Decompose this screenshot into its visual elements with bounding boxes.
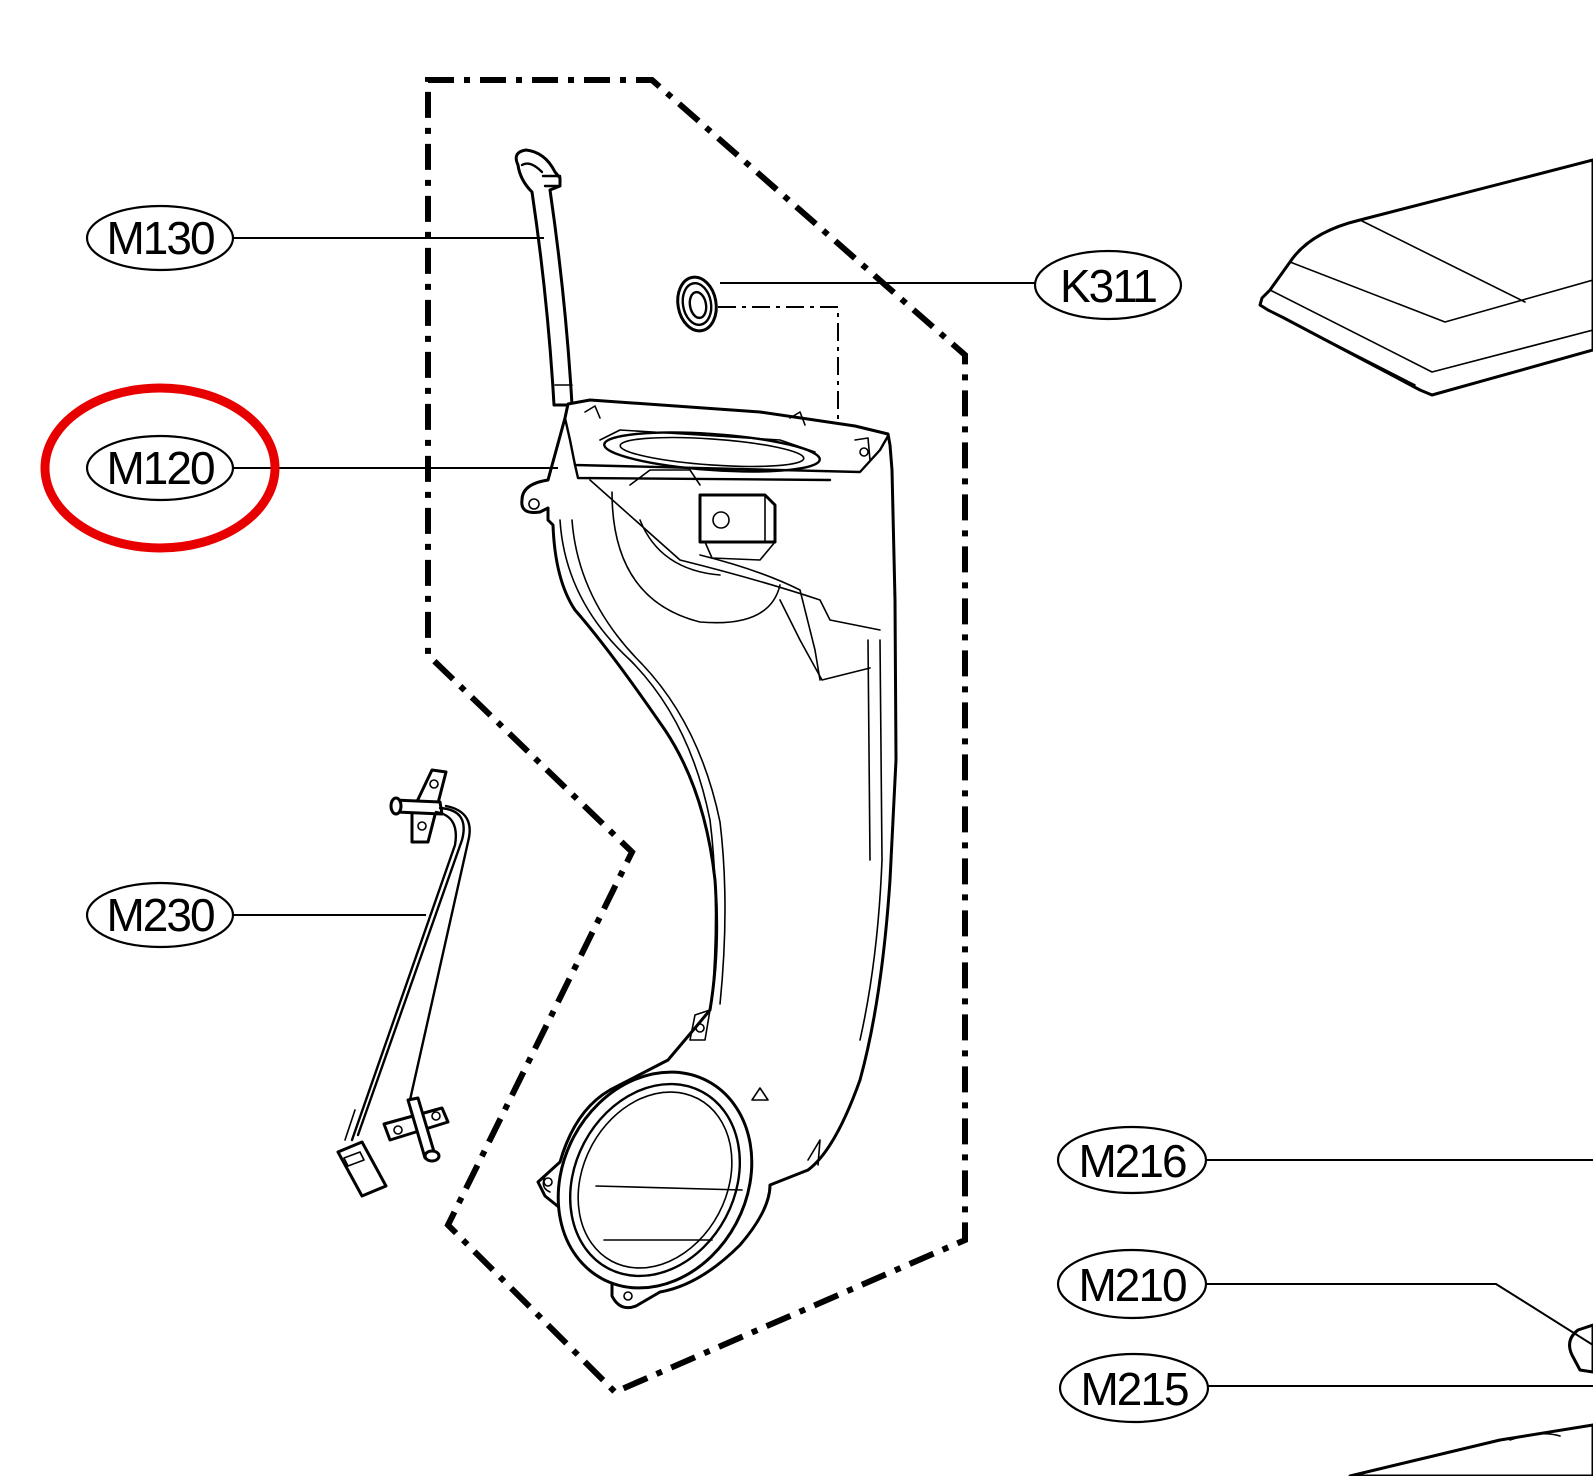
- callout-M130[interactable]: M130: [85, 204, 235, 272]
- callout-label: M120: [106, 442, 213, 494]
- top-cover-part: [1258, 158, 1593, 397]
- hose-part: [514, 148, 574, 407]
- callout-label: K311: [1060, 260, 1156, 312]
- callout-M216[interactable]: M216: [1056, 1125, 1208, 1195]
- callout-M210[interactable]: M210: [1056, 1248, 1208, 1320]
- callout-label: M215: [1080, 1363, 1187, 1415]
- callout-label: M216: [1078, 1135, 1185, 1187]
- callout-label: M130: [106, 212, 213, 264]
- callout-M120[interactable]: M120: [85, 434, 235, 502]
- duct-part: [520, 398, 898, 1310]
- callout-K311[interactable]: K311: [1033, 249, 1183, 321]
- highlight-circle: [40, 383, 280, 553]
- thermistor-harness-part: [336, 768, 471, 1198]
- callout-M230[interactable]: M230: [85, 881, 235, 949]
- callout-label: M230: [106, 889, 213, 941]
- callout-label: M210: [1078, 1259, 1185, 1311]
- bottom-right-part: [1348, 1323, 1593, 1476]
- callout-M215[interactable]: M215: [1058, 1352, 1210, 1424]
- leader-lines: [232, 237, 1593, 1387]
